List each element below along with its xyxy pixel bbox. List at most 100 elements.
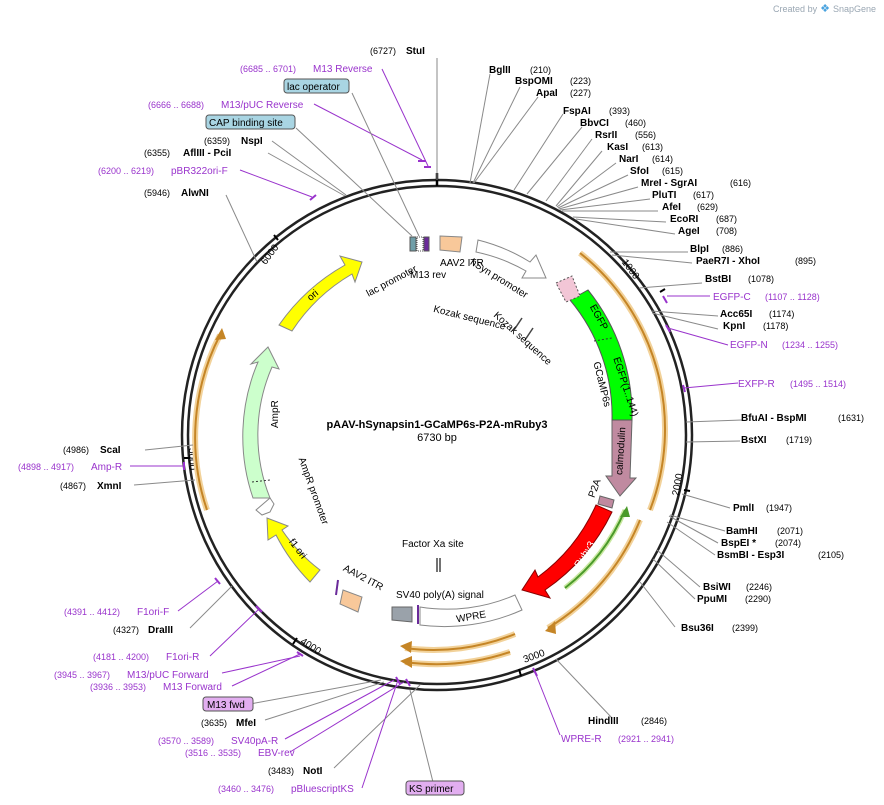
enzyme-pos: (2290) [745, 594, 771, 604]
snapgene-credit: Created by ❖ SnapGene [773, 2, 876, 15]
aav2-itr-2-label: AAV2 ITR [341, 563, 385, 593]
ampr-label: AmpR [270, 400, 281, 428]
lac-operator-badge [283, 78, 350, 94]
enzyme-pos: (1178) [763, 321, 788, 331]
orf-arc-bottom-1-core [404, 633, 516, 651]
enzyme-name: BsmBI - Esp3I [717, 550, 784, 561]
enzyme-pos: (2399) [732, 623, 758, 633]
enzyme-pos: (4327) [113, 625, 139, 635]
enzyme-pos: (2246) [746, 582, 772, 592]
plasmid-length: 6730 bp [417, 432, 457, 444]
enzyme-pos: (227) [570, 88, 591, 98]
tick-5000: 5000 [184, 448, 197, 471]
cap-binding-site-text: CAP binding site [209, 118, 283, 129]
aav2-itr-1-label: AAV2 ITR [440, 258, 484, 269]
m13-fwd-text: M13 fwd [207, 700, 245, 711]
enzyme-pos: (556) [635, 130, 656, 140]
enzyme-pos: (1174) [769, 309, 794, 319]
lac-operator-box [416, 236, 424, 252]
primer-mark [309, 194, 317, 201]
egfp-divider [593, 337, 613, 342]
enzyme-name: BsiWI [703, 582, 731, 593]
enzyme-name: Acc65I [720, 309, 752, 320]
enzyme-name: PmlI [733, 503, 754, 514]
enzyme-pos: (708) [716, 226, 737, 236]
enzyme-pos: (3483) [268, 766, 294, 776]
enzyme-pos: (210) [530, 65, 551, 75]
m13-fwd-badge [202, 696, 254, 712]
enzyme-name: AlwNI [181, 188, 209, 199]
enzyme-pos: (614) [652, 154, 673, 164]
enzyme-name: BstBI [705, 274, 731, 285]
enzyme-name: PpuMI [697, 594, 727, 605]
primer-range: (4898 .. 4917) [18, 462, 74, 472]
enzyme-pos: (2105) [818, 550, 844, 560]
primer-range: (2921 .. 2941) [618, 734, 674, 744]
enzyme-pos: (393) [609, 106, 630, 116]
primer-range: (1495 .. 1514) [790, 379, 846, 389]
orf-arc-right-core [579, 252, 666, 511]
primer-name: M13/pUC Forward [127, 670, 209, 681]
enzyme-pos: (886) [722, 244, 743, 254]
kozak-marker-2 [524, 327, 534, 341]
primer-name: WPRE-R [561, 734, 602, 745]
primer-name: M13 Reverse [313, 64, 373, 75]
tick-label: 6000 [259, 242, 281, 267]
primer-name: M13 Forward [163, 682, 222, 693]
enzyme-pos: (616) [730, 178, 751, 188]
orf-arc-left-core [194, 334, 221, 511]
factor-xa-label: Factor Xa site [402, 539, 464, 550]
primer-range: (6666 .. 6688) [148, 100, 204, 110]
orf-arrowhead [215, 328, 226, 340]
enzyme-pos: (613) [642, 142, 663, 152]
enzyme-labels: (6727) StuI BglII (210) BspOMI (223) Apa… [60, 46, 864, 777]
enzyme-name: AgeI [678, 226, 700, 237]
enzyme-name: EcoRI [670, 214, 699, 225]
primer-name: EXFP-R [738, 379, 775, 390]
primer-name: SV40pA-R [231, 736, 278, 747]
primer-mark [682, 384, 686, 393]
enzyme-name: NspI [241, 136, 263, 147]
enzyme-name: AflIII - PciI [183, 148, 232, 159]
enzyme-pos: (1631) [838, 413, 864, 423]
primer-name: pBluescriptKS [291, 784, 354, 795]
ks-primer-text: KS primer [409, 784, 454, 795]
enzyme-name: AfeI [662, 202, 681, 213]
green-arrowhead [620, 506, 630, 517]
primer-range: (6685 .. 6701) [240, 64, 296, 74]
enzyme-pos: (895) [795, 256, 816, 266]
enzyme-pos: (687) [716, 214, 737, 224]
tick-6000: 6000 [259, 234, 282, 267]
enzyme-pos: (5946) [144, 188, 170, 198]
credit-brand: SnapGene [832, 3, 876, 14]
enzyme-pos: (617) [693, 190, 714, 200]
enzyme-pos: (1078) [748, 274, 774, 284]
enzyme-name: XmnI [97, 481, 122, 492]
ampr-dotted [251, 479, 271, 483]
enzyme-pos: (6359) [204, 136, 230, 146]
enzyme-name: StuI [406, 46, 425, 57]
lac-operator-text: lac operator [287, 82, 340, 93]
enzyme-name: DraIII [148, 625, 173, 636]
enzyme-name: BlpI [690, 244, 709, 255]
primer-name: pBR322ori-F [171, 166, 228, 177]
enzyme-name: NarI [619, 154, 639, 165]
enzyme-pos: (223) [570, 76, 591, 86]
primer-range: (4181 .. 4200) [93, 652, 149, 662]
kozak-marker-1 [513, 317, 523, 331]
kozak-region [555, 275, 581, 303]
aav2-itr-2-feature [339, 589, 363, 613]
primer-range: (3460 .. 3476) [218, 784, 274, 794]
ampr-feature [242, 346, 280, 499]
enzyme-name: SfoI [630, 166, 649, 177]
m13-rev-box [423, 236, 430, 252]
mruby3-feature [521, 504, 613, 599]
enzyme-name: ScaI [100, 445, 121, 456]
enzyme-name: BstXI [741, 435, 767, 446]
enzyme-pos: (2074) [775, 538, 801, 548]
enzyme-pos: (6355) [144, 148, 170, 158]
green-arc-core [564, 509, 626, 589]
m13-rev-label: M13 rev [410, 270, 446, 281]
wpre-label: WPRE [456, 609, 488, 625]
primer-range: (3516 .. 3535) [185, 748, 241, 758]
